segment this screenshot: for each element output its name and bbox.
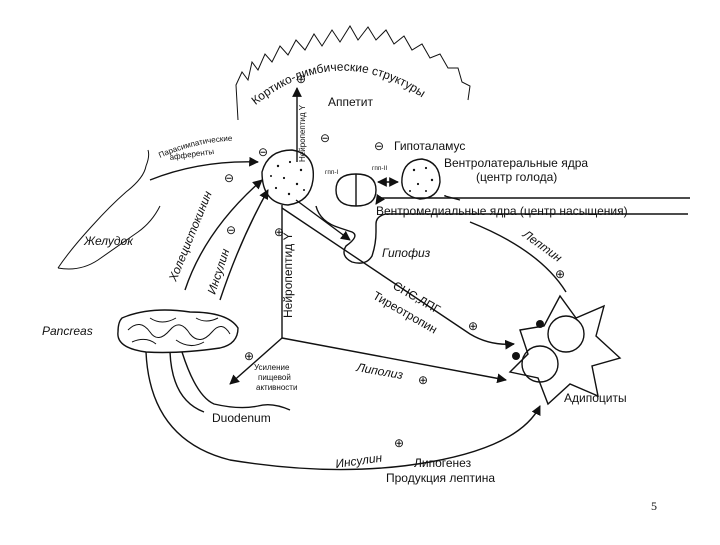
leptin-label: Лептин (519, 227, 565, 265)
minus-sign-hypothalamus: ⊖ (374, 139, 384, 153)
page-number: 5 (651, 499, 657, 513)
nucleus-right-speckles (409, 166, 434, 192)
duodenum-label: Duodenum (212, 411, 271, 425)
plus-sign-enhancement: ⊕ (244, 349, 254, 363)
pancreas-outline (117, 309, 239, 354)
stomach-label: Желудок (83, 234, 134, 248)
stomach-outline (57, 149, 161, 270)
insulin-left-arrow (219, 189, 269, 301)
minus-sign-top: ⊖ (320, 131, 330, 145)
enhancement-label-1: Усиление (254, 363, 290, 372)
gnp2-label: гпп-II (372, 165, 387, 172)
lipolysis-label: Липолиз (354, 360, 404, 382)
appetite-label: Аппетит (328, 95, 373, 109)
parasymp-arrow (149, 156, 259, 181)
adipocytes-label: Адипоциты (564, 391, 627, 405)
enhancement-label-3: активности (256, 383, 297, 392)
insulin-bottom-arrow (145, 351, 541, 471)
adipocyte-dot-1 (536, 320, 544, 328)
duodenum-loop (181, 351, 291, 411)
adipocyte-dot-2 (512, 352, 520, 360)
pituitary-to-adipocytes-arrow (281, 207, 515, 350)
npy-mid-label: Нейропептид Y (281, 232, 295, 318)
plus-sign-npy-mid: ⊕ (274, 225, 284, 239)
cortico-limbic-contour (235, 25, 471, 121)
cholecystokinin-arrow (184, 179, 263, 291)
lipolysis-arrow (281, 337, 507, 384)
minus-sign-insulin: ⊖ (226, 223, 236, 237)
plus-sign-npy-top: ⊕ (296, 72, 306, 86)
minus-sign-cck: ⊖ (224, 171, 234, 185)
vm-return-arrow (375, 193, 690, 205)
insulin-left-label: Инсулин (205, 247, 233, 296)
hypo-to-pituitary-arrow (295, 199, 351, 241)
plus-sign-lipolysis: ⊕ (418, 373, 428, 387)
nucleus-right (401, 158, 441, 200)
vm-nuclei-label: Вентромедиальные ядра (центр насыщения) (376, 204, 628, 218)
insulin-bottom-label: Инсулин (334, 451, 383, 471)
enhancement-label-2: пищевой (258, 373, 291, 382)
minus-sign-parasymp: ⊖ (258, 145, 268, 159)
pituitary-outline (315, 205, 688, 264)
plus-sign-insulin-bottom: ⊕ (394, 436, 404, 450)
npy-to-enhancement-arrow (229, 337, 283, 385)
plus-sign-leptin: ⊕ (555, 267, 565, 281)
pancreas-texture (127, 317, 231, 346)
leptin-production-label: Продукция лептина (386, 471, 495, 485)
lipogenesis-label: Липогенез (414, 456, 472, 470)
adipocyte-cell-top (547, 315, 585, 353)
plus-sign-sns: ⊕ (468, 319, 478, 333)
adipocytes-outline (508, 294, 622, 406)
cholecystokinin-label: Холецистокинин (165, 189, 214, 284)
gnp1-label: гпп-I (325, 169, 339, 176)
hypothalamus-label: Гипоталамус (394, 139, 465, 153)
vl-nuclei-label: Вентролатеральные ядра (444, 156, 588, 170)
hunger-center-label: (центр голода) (476, 170, 557, 184)
pancreas-label: Pancreas (42, 324, 93, 338)
leptin-arc (469, 221, 567, 293)
nucleus-left-speckles (270, 160, 305, 196)
nucleus-center (335, 173, 377, 207)
nucleus-left (261, 149, 315, 206)
npy-top-label: Нейропептид Y (298, 104, 307, 162)
adipocyte-cell-bottom (521, 345, 559, 383)
pituitary-label: Гипофиз (382, 246, 431, 260)
pancreas-to-duodenum-arrow (169, 351, 205, 413)
